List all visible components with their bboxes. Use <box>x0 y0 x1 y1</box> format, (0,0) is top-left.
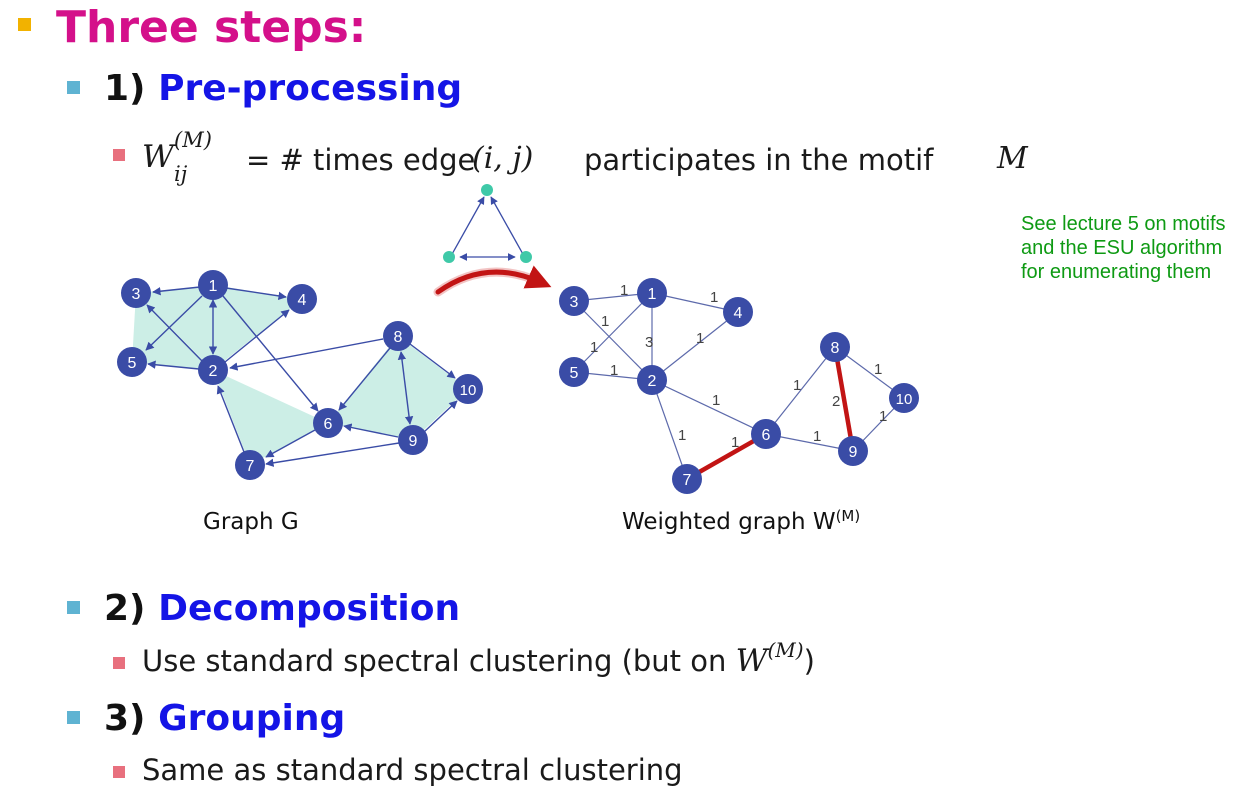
weighted-node-8: 8 <box>820 332 850 362</box>
svg-text:1: 1 <box>793 377 801 394</box>
svg-text:1: 1 <box>648 286 657 303</box>
step-3-heading: 3) Grouping <box>104 701 345 737</box>
svg-text:3: 3 <box>570 294 579 311</box>
preprocess-formula: W (M) ij = # times edge (i, j) participa… <box>142 130 1042 190</box>
graph-g-node-10: 10 <box>453 374 483 404</box>
transform-arrow <box>433 265 552 297</box>
weighted-node-2: 2 <box>637 365 667 395</box>
motif-pattern <box>443 184 532 263</box>
weighted-caption-sup: (M) <box>835 507 861 525</box>
decomposition-text: Use standard spectral clustering (but on <box>142 644 727 678</box>
step-1-number: 1) <box>104 68 146 109</box>
formula-w-symbol: W <box>142 139 174 175</box>
svg-text:7: 7 <box>683 472 692 489</box>
formula-w-subscript: ij <box>174 162 188 186</box>
svg-text:7: 7 <box>246 458 255 475</box>
svg-text:2: 2 <box>832 393 840 410</box>
svg-text:9: 9 <box>849 444 858 461</box>
weighted-node-10: 10 <box>889 383 919 413</box>
svg-text:1: 1 <box>601 313 609 330</box>
svg-text:1: 1 <box>620 282 628 299</box>
weighted-caption-main: Weighted graph W <box>622 509 836 535</box>
svg-text:1: 1 <box>874 361 882 378</box>
svg-text:5: 5 <box>128 355 137 372</box>
svg-text:1: 1 <box>731 434 739 451</box>
grouping-note: Same as standard spectral clustering <box>142 753 683 787</box>
svg-text:1: 1 <box>590 339 598 356</box>
svg-text:10: 10 <box>460 382 477 399</box>
step-2-name: Decomposition <box>158 588 461 629</box>
step-1-bullet <box>67 81 80 94</box>
graph-g-caption: Graph G <box>203 509 299 535</box>
title-bullet <box>18 18 31 31</box>
graph-g-node-8: 8 <box>383 321 413 351</box>
svg-text:8: 8 <box>831 340 840 357</box>
svg-text:1: 1 <box>209 278 218 295</box>
step-3-number: 3) <box>104 698 146 739</box>
svg-text:4: 4 <box>734 305 743 322</box>
graph-g-node-9: 9 <box>398 425 428 455</box>
graph-g: 1 2 3 4 5 6 7 8 9 10 <box>117 270 483 480</box>
svg-text:6: 6 <box>762 427 771 444</box>
step-3-name: Grouping <box>158 698 346 739</box>
weighted-node-9: 9 <box>838 436 868 466</box>
weighted-node-1: 1 <box>637 278 667 308</box>
formula-text: = # times edge <box>246 143 476 177</box>
svg-text:4: 4 <box>298 292 307 309</box>
decomposition-close: ) <box>803 644 815 678</box>
weighted-graph: 1 1 1 1 3 1 1 1 1 1 1 1 2 1 1 1 2 3 4 5 … <box>559 278 919 494</box>
graph-g-node-4: 4 <box>287 284 317 314</box>
weighted-node-6: 6 <box>751 419 781 449</box>
decomposition-note: Use standard spectral clustering (but on… <box>142 640 815 679</box>
formula-w-superscript: (M) <box>174 128 212 152</box>
weighted-graph-caption: Weighted graph W(M) <box>622 509 860 535</box>
svg-text:1: 1 <box>710 289 718 306</box>
weighted-node-5: 5 <box>559 357 589 387</box>
motif-diagram: 1 2 3 4 5 6 7 8 9 10 1 1 1 1 3 1 <box>117 184 919 494</box>
svg-text:1: 1 <box>678 427 686 444</box>
svg-text:2: 2 <box>648 373 657 390</box>
weighted-node-4: 4 <box>723 297 753 327</box>
step-3-bullet <box>67 711 80 724</box>
formula-motif: M <box>997 141 1028 176</box>
decomposition-w-superscript: (M) <box>767 638 804 662</box>
weighted-edge-labels: 1 1 1 1 3 1 1 1 1 1 1 1 2 1 1 <box>590 282 887 451</box>
graph-g-node-7: 7 <box>235 450 265 480</box>
formula-edge: (i, j) <box>472 141 534 176</box>
graph-g-node-3: 3 <box>121 278 151 308</box>
weighted-node-7: 7 <box>672 464 702 494</box>
svg-text:1: 1 <box>712 392 720 409</box>
step-1-heading: 1) Pre-processing <box>104 71 462 107</box>
step-2-number: 2) <box>104 588 146 629</box>
svg-text:1: 1 <box>696 330 704 347</box>
svg-text:10: 10 <box>896 391 913 408</box>
svg-text:8: 8 <box>394 329 403 346</box>
side-note: See lecture 5 on motifs and the ESU algo… <box>1021 213 1226 283</box>
svg-text:9: 9 <box>409 433 418 450</box>
page-title: Three steps: <box>56 2 367 53</box>
grouping-bullet <box>113 766 125 778</box>
svg-text:2: 2 <box>209 363 218 380</box>
step-2-heading: 2) Decomposition <box>104 591 460 627</box>
svg-text:1: 1 <box>879 408 887 425</box>
graph-g-node-6: 6 <box>313 408 343 438</box>
svg-text:3: 3 <box>132 286 141 303</box>
weighted-node-3: 3 <box>559 286 589 316</box>
step-2-bullet <box>67 601 80 614</box>
svg-text:6: 6 <box>324 416 333 433</box>
graph-g-node-5: 5 <box>117 347 147 377</box>
svg-text:1: 1 <box>813 428 821 445</box>
step-1-name: Pre-processing <box>158 68 463 109</box>
svg-text:3: 3 <box>645 334 653 351</box>
formula-text-2: participates in the motif <box>584 143 934 177</box>
formula-bullet <box>113 149 125 161</box>
graph-g-node-2: 2 <box>198 355 228 385</box>
graph-g-node-1: 1 <box>198 270 228 300</box>
svg-text:5: 5 <box>570 365 579 382</box>
decomposition-w-symbol: W <box>735 643 768 679</box>
decomposition-bullet <box>113 657 125 669</box>
svg-text:1: 1 <box>610 362 618 379</box>
